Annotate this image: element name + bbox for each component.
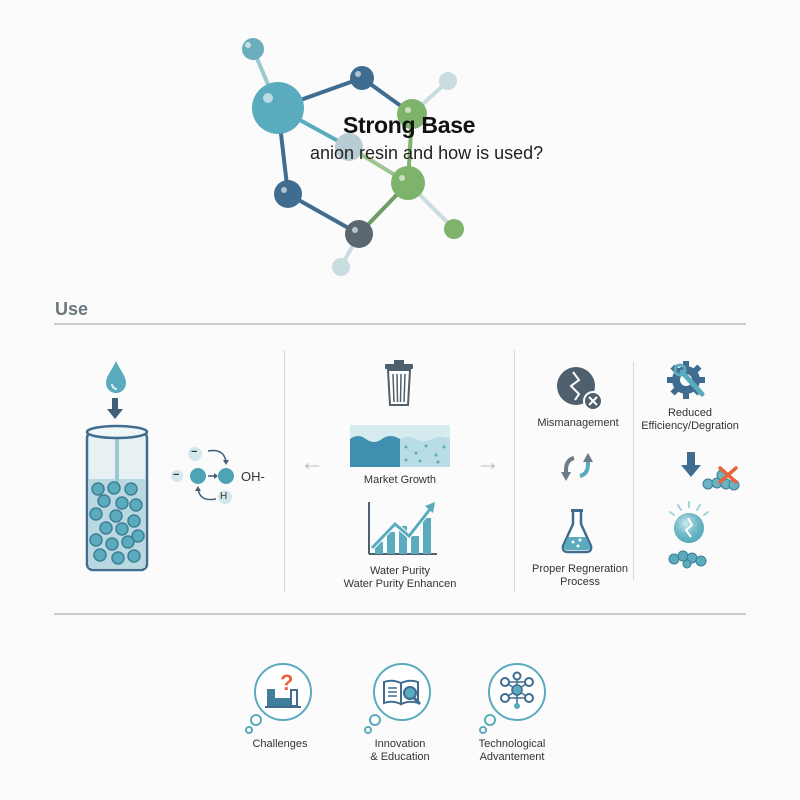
- innovation-label: Innovation & Education: [350, 738, 450, 764]
- column-divider-2: [514, 350, 515, 592]
- water-comparison-icon: [350, 425, 450, 467]
- molecule-graphic: [242, 38, 464, 276]
- gear-wrench-icon: [667, 361, 705, 399]
- ion-minus-left: −: [173, 469, 180, 481]
- section-divider-top: [54, 323, 746, 325]
- innovation-line1: Innovation: [374, 738, 426, 750]
- innovation-line2: & Education: [370, 751, 430, 763]
- growth-chart-icon: [368, 502, 437, 555]
- challenges-label: Challenges: [230, 738, 330, 751]
- page-title: Strong Base: [343, 112, 476, 138]
- water-purity-line2: Water Purity Enhancen: [343, 578, 457, 590]
- challenges-line1: Challenges: [252, 738, 308, 750]
- regeneration-label: Proper Regneration Process: [520, 563, 640, 589]
- reduced-efficiency-line2: Efficiency/Degration: [641, 420, 739, 432]
- regeneration-line2: Process: [560, 576, 600, 588]
- water-purity-line1: Water Purity: [369, 565, 431, 577]
- cracked-bead-icon: [668, 501, 709, 569]
- column-divider-3: [633, 362, 634, 580]
- carousel-next-button[interactable]: →: [476, 449, 500, 476]
- refresh-cycle-icon: [561, 453, 593, 481]
- broken-sphere-icon: [557, 367, 603, 411]
- technological-label: Technological Advantement: [462, 738, 562, 764]
- section-divider-bottom: [54, 613, 746, 615]
- carousel-prev-button[interactable]: ←: [300, 449, 324, 476]
- trash-can-icon: [385, 360, 413, 406]
- innovation-thought-bubble-icon: [364, 663, 431, 734]
- regeneration-line1: Proper Regneration: [531, 563, 628, 575]
- reduced-efficiency-line1: Reduced: [667, 407, 713, 419]
- hydrogen-label: H: [220, 491, 228, 502]
- market-growth-label: Market Growth: [363, 474, 437, 486]
- technological-line1: Technological: [478, 738, 546, 750]
- reduced-efficiency-label: Reduced Efficiency/Degration: [634, 407, 746, 433]
- water-drop-icon: [106, 361, 126, 393]
- flask-icon: [561, 509, 593, 554]
- down-arrow-icon: [107, 398, 123, 419]
- down-arrow-degradation-icon: [681, 452, 701, 477]
- hydroxide-label: OH-: [241, 469, 265, 484]
- technological-line2: Advantement: [479, 751, 545, 763]
- ion-exchange-diagram: [171, 447, 234, 504]
- column-divider-1: [284, 350, 285, 592]
- resin-column-icon: [85, 424, 149, 572]
- blocked-beads-icon: [702, 466, 740, 491]
- challenges-thought-bubble-icon: ?: [245, 663, 312, 734]
- page-subtitle: anion resin and how is used?: [310, 143, 544, 163]
- svg-text:?: ?: [280, 670, 293, 695]
- mismanagement-label: Mismanagement: [537, 417, 619, 429]
- water-purity-label: Water Purity Water Purity Enhancen: [330, 565, 470, 591]
- ion-minus-top: −: [191, 446, 198, 458]
- section-heading-use: Use: [55, 299, 89, 319]
- technology-thought-bubble-icon: [479, 663, 546, 734]
